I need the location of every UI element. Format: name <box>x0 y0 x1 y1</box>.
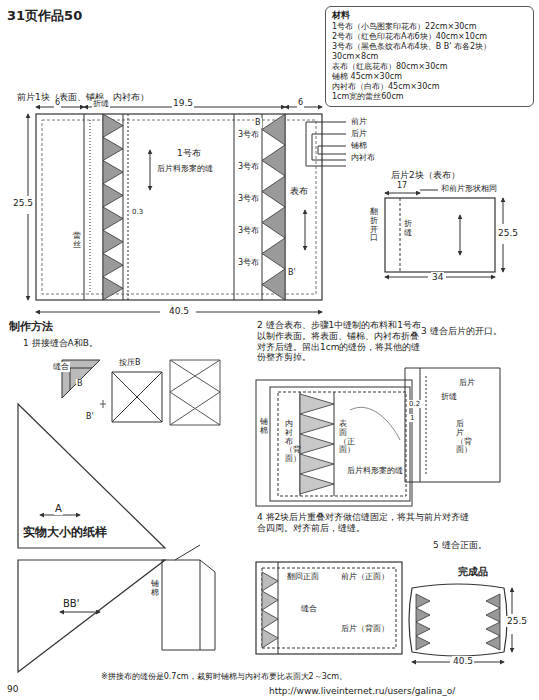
label: B' <box>287 268 297 278</box>
label: 19.5 <box>172 98 194 109</box>
material-line: 3号布（黑色条纹布A布4块、B B' 布各2块）30cm×8cm <box>332 42 527 62</box>
label: 和前片形状相同 <box>440 184 498 194</box>
label: 折缝 <box>403 220 413 238</box>
label: 17 <box>396 181 408 191</box>
label: 铺棉 <box>150 580 160 598</box>
label: 后片2块（表布） <box>390 170 461 181</box>
label: 40.5 <box>168 306 190 317</box>
label: 40.5 <box>452 656 474 667</box>
label: BB' <box>62 598 80 610</box>
label: 25.5 <box>12 198 34 209</box>
material-line: 表布（红底花布）80cm×30cm <box>332 62 527 72</box>
label: 实物大小的纸样 <box>22 525 108 539</box>
label: 蕾丝 <box>72 232 82 250</box>
label: 2 缝合表布、步骤1中缝制的布料和1号布以制作表面。将表面、铺棉、内衬布折叠对齐… <box>256 320 423 363</box>
label: 铺棉 <box>350 141 368 151</box>
label: 表布 <box>289 186 309 197</box>
label: 铺棉 <box>259 418 269 436</box>
label: 3号布 <box>237 226 260 236</box>
label: 4 将2块后片重叠对齐做信缝固定，将其与前片对齐缝合四周。对齐前后，缝缝。 <box>256 512 473 534</box>
label: 前片 <box>350 117 368 127</box>
label: 6 <box>297 98 304 108</box>
label: 34 <box>431 272 444 283</box>
label: 5 缝合正面。 <box>432 540 488 551</box>
materials-box: 材料1号布（小鸟图案印花布）22cm×30cm2号布（红色印花布A布6块）40c… <box>325 6 534 107</box>
label: 前片1块（表面、铺棉、内衬布） <box>16 92 150 103</box>
label: 按压B <box>118 358 142 368</box>
material-line: 内衬布（白布）45cm×30cm <box>332 82 527 92</box>
material-line: 铺棉 45cm×30cm <box>332 72 527 82</box>
label: 25.5 <box>497 228 519 239</box>
label: 翻回正面 <box>286 572 320 582</box>
label: 3 缝合后片的开口。 <box>420 326 503 337</box>
label: 折缝 <box>440 392 458 402</box>
label: B' <box>85 412 95 422</box>
label: 制作方法 <box>8 320 54 333</box>
materials-heading: 材料 <box>332 10 527 21</box>
label: 3号布 <box>237 258 260 268</box>
label: 3号布 <box>237 162 260 172</box>
label: http://www.liveinternet.ru/users/galina_… <box>268 686 456 697</box>
label: 后片 <box>350 129 368 139</box>
label: 0.2 <box>408 400 421 408</box>
label: 折缝 <box>92 99 110 109</box>
page-title: 31页作品50 <box>6 8 83 24</box>
material-line: 1号布（小鸟图案印花布）22cm×30cm <box>332 22 527 32</box>
label: 翻折开口 <box>369 208 379 243</box>
label: 表面（正面） <box>338 420 348 455</box>
label: 后片料形案的缝 <box>346 466 404 476</box>
label: 25.5 <box>506 616 528 627</box>
label: 3号布 <box>237 130 260 140</box>
label: 内衬布 <box>350 153 376 163</box>
label: 90 <box>6 684 19 695</box>
label: 后片（背面） <box>455 420 465 455</box>
label: 1号布 <box>176 148 202 159</box>
material-line: 1cm宽的蕾丝60cm <box>332 92 527 102</box>
label: 1 <box>409 414 415 422</box>
label: 0.3 <box>131 208 144 216</box>
label: 缝合 <box>52 362 70 372</box>
label: ※拼接布的缝份是0.7cm，裁剪时铺棉与内衬布要比表面大2～3cm。 <box>100 672 348 682</box>
label: 6 <box>54 98 61 108</box>
label: A <box>54 503 63 515</box>
label: 后片料形案的缝 <box>156 164 214 174</box>
label: 后片（背面） <box>340 624 390 634</box>
label: 缝合 <box>300 604 318 614</box>
label: 完成品 <box>457 566 489 578</box>
label: 后片 <box>458 378 476 388</box>
label: 1 拼接缝合A和B。 <box>22 338 99 349</box>
label: B <box>254 118 262 128</box>
material-line: 2号布（红色印花布A布6块）40cm×10cm <box>332 32 527 42</box>
label: 内衬布（背面） <box>284 420 294 464</box>
label: B <box>76 379 84 389</box>
label: 3号布 <box>237 194 260 204</box>
label: 前片（正面） <box>340 572 390 582</box>
